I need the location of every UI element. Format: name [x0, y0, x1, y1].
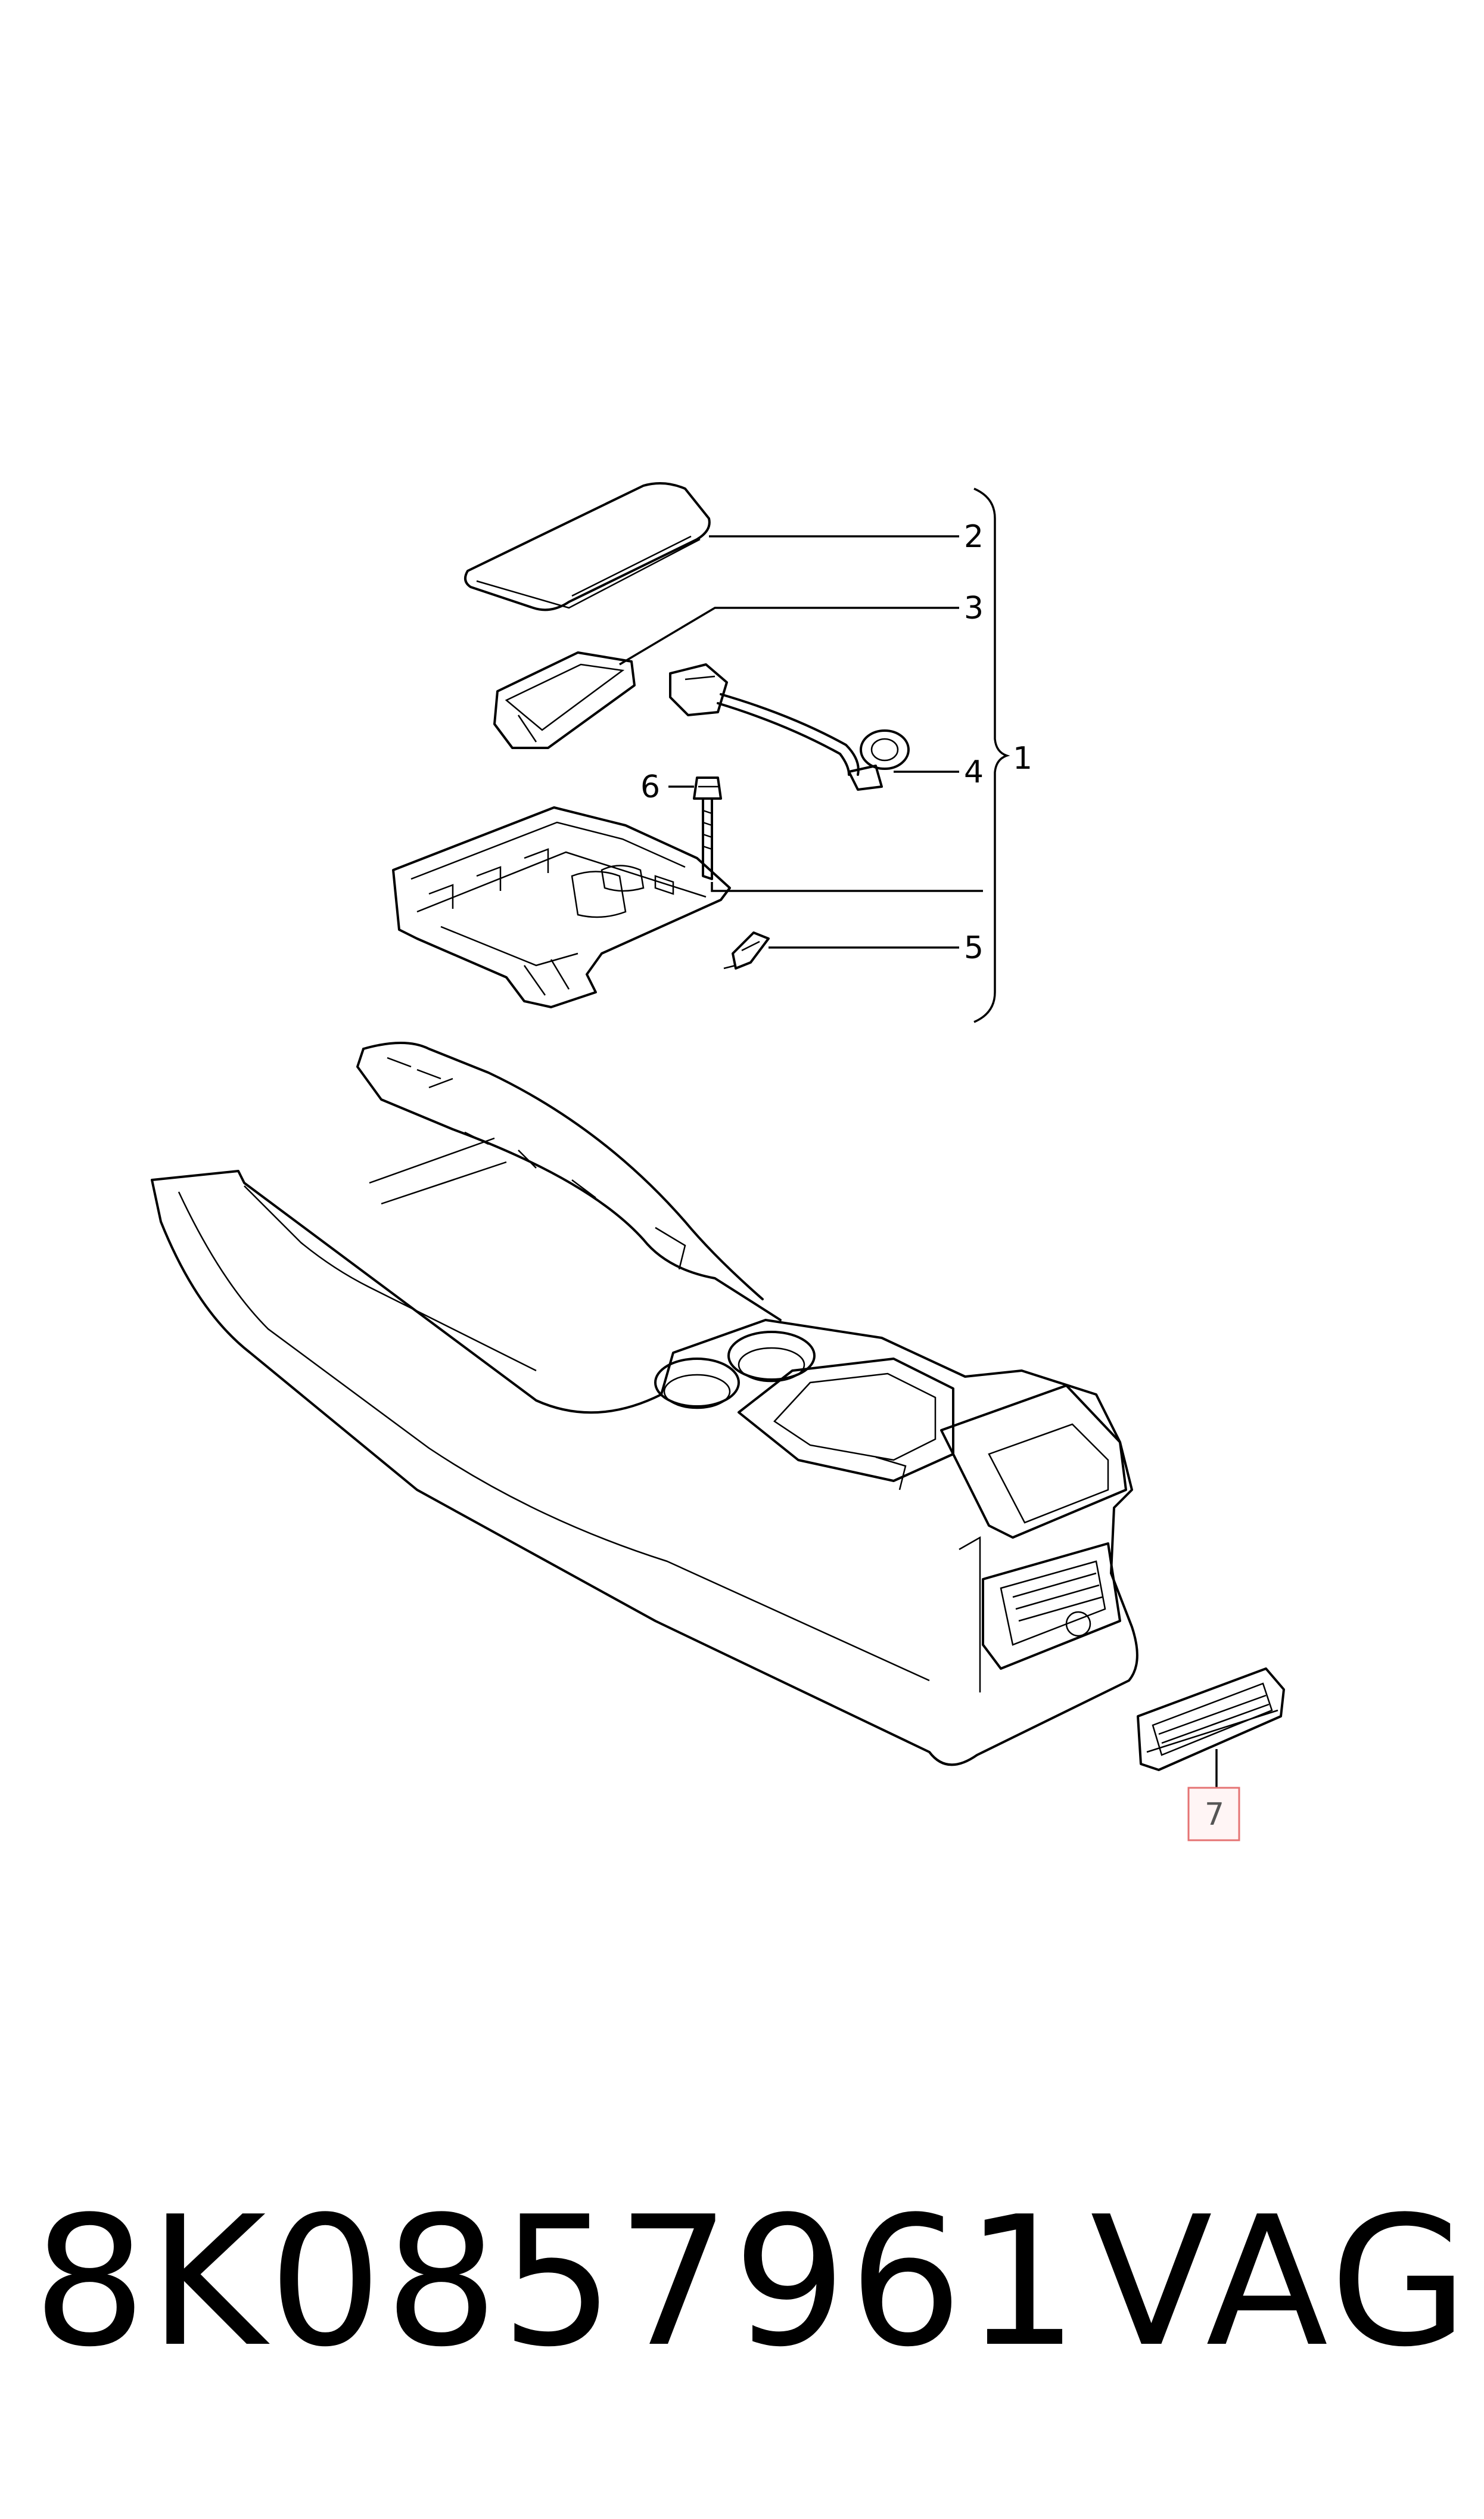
storage-tray-part [493, 651, 636, 749]
callout-label-1[interactable]: 1 [1013, 741, 1032, 776]
brand-name: VAG [1090, 2178, 1473, 2386]
callout-label-3[interactable]: 3 [964, 591, 984, 626]
cable-connector-part [669, 663, 910, 791]
callout-label-6[interactable]: 6 [640, 769, 660, 805]
callout-label-5[interactable]: 5 [964, 930, 984, 966]
armrest-lid-part [464, 482, 711, 611]
center-console-part [151, 1042, 1138, 1766]
group-bracket [973, 487, 1010, 1023]
callout-7-highlight[interactable]: 7 [1187, 1787, 1240, 1841]
callout-label-4[interactable]: 4 [964, 754, 984, 790]
leader-lines [619, 535, 1218, 1788]
mounting-frame-part [392, 806, 731, 1008]
bolt-part [693, 776, 722, 880]
vent-insert-part [1137, 1667, 1285, 1771]
callout-label-2[interactable]: 2 [964, 519, 984, 555]
clip-part [723, 931, 770, 970]
callout-label-7[interactable]: 7 [1205, 1797, 1224, 1832]
part-number: 8K0857961 [33, 2178, 1081, 2386]
